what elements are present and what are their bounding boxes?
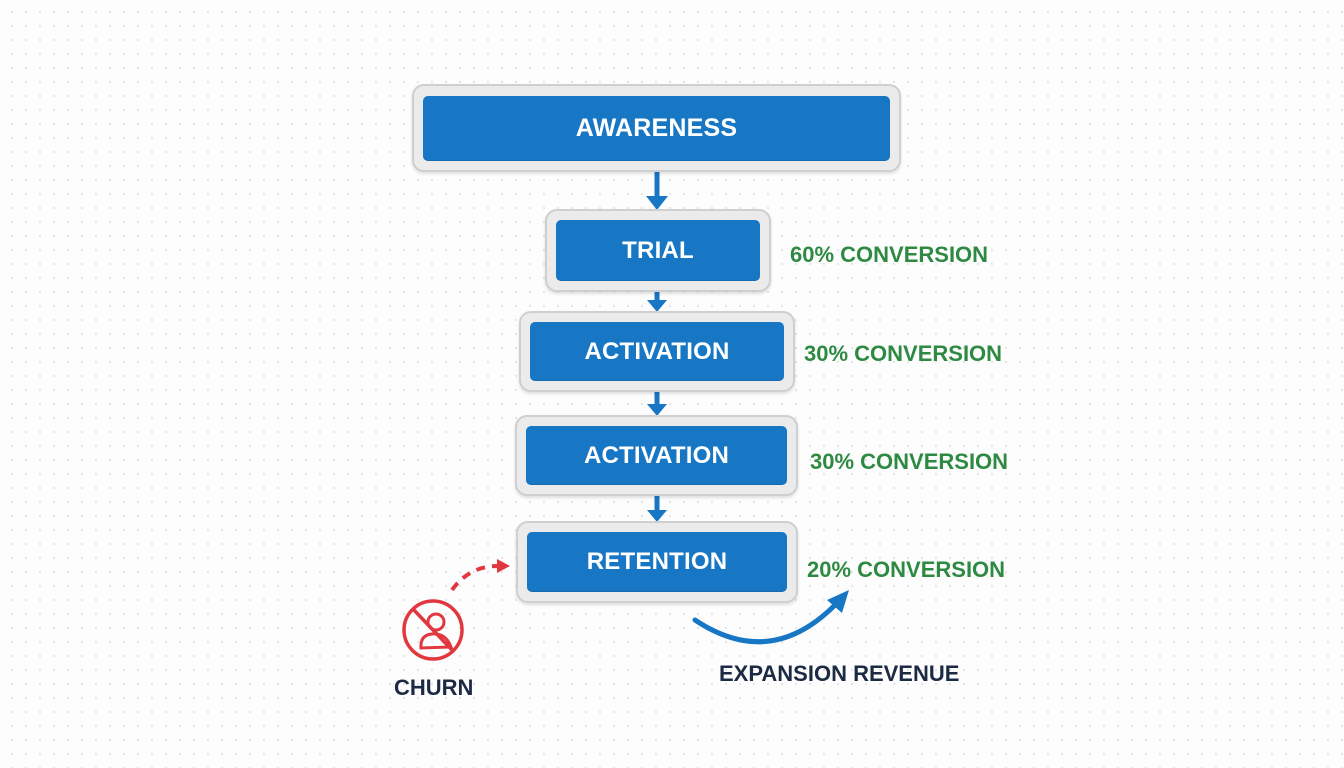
churn-dashed-arrow	[450, 559, 510, 592]
stage-activation-2[interactable]: ACTIVATION	[515, 415, 798, 496]
arrow-activation-to-activation	[647, 391, 667, 416]
stage-label: ACTIVATION	[530, 322, 784, 381]
stage-label: ACTIVATION	[526, 426, 787, 485]
stage-activation-1[interactable]: ACTIVATION	[519, 311, 795, 392]
stage-label: AWARENESS	[423, 96, 890, 161]
conversion-rate-activation-2: 30% CONVERSION	[810, 449, 1009, 474]
stage-retention[interactable]: RETENTION	[516, 521, 798, 603]
conversion-rate-retention: 20% CONVERSION	[807, 557, 1006, 582]
conversion-rate-trial: 60% CONVERSION	[790, 242, 989, 267]
expansion-curved-arrow	[692, 590, 849, 645]
conversion-rate-activation-1: 30% CONVERSION	[804, 341, 1003, 366]
expansion-revenue-label: EXPANSION REVENUE	[719, 661, 960, 686]
arrow-activation-to-retention	[647, 495, 667, 522]
churn-icon	[402, 599, 464, 661]
arrow-awareness-to-trial	[646, 171, 668, 210]
stage-label: TRIAL	[556, 220, 760, 281]
stage-awareness[interactable]: AWARENESS	[412, 84, 901, 172]
stage-label: RETENTION	[527, 532, 787, 592]
arrow-trial-to-activation	[647, 291, 667, 312]
churn-label: CHURN	[394, 675, 474, 700]
stage-trial[interactable]: TRIAL	[545, 209, 771, 292]
